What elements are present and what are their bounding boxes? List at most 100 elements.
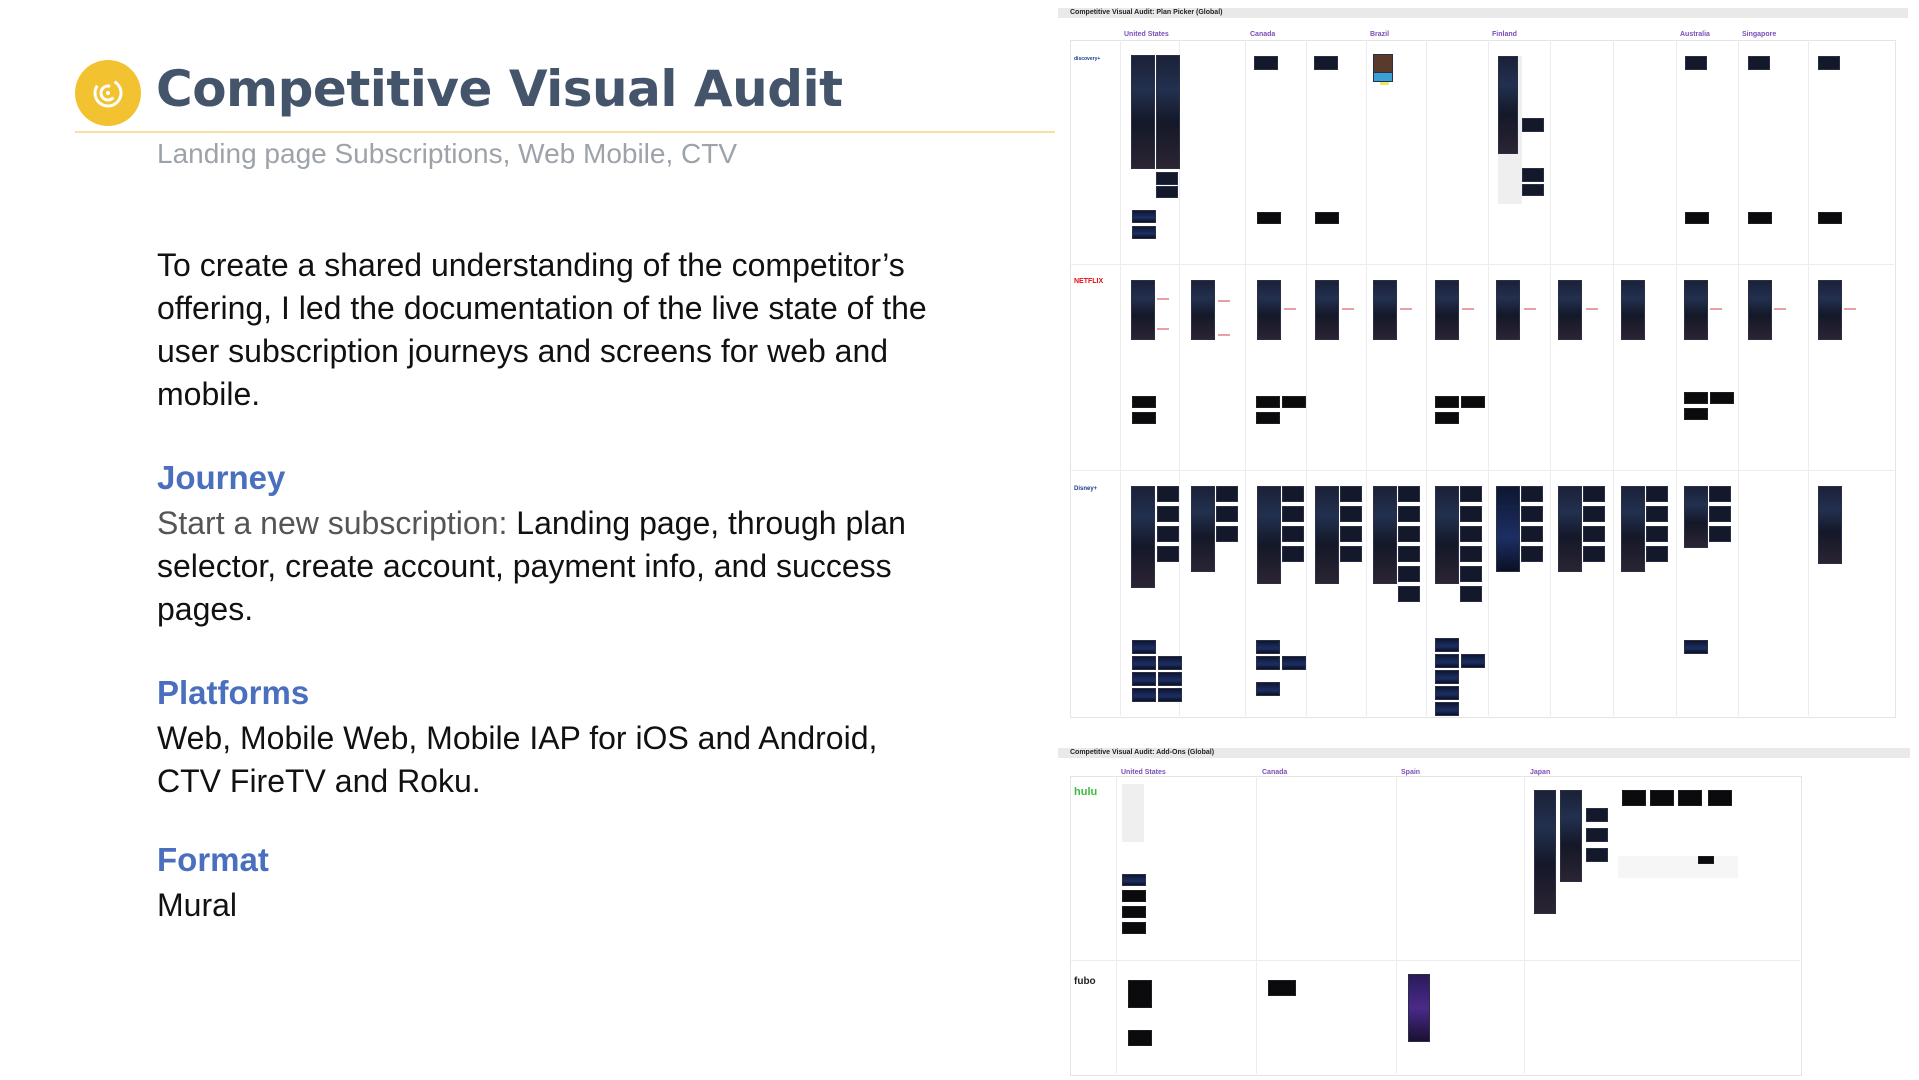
country-label: United States bbox=[1124, 31, 1169, 38]
screenshot-thumbnail bbox=[1708, 790, 1732, 806]
screenshot-thumbnail bbox=[1558, 486, 1582, 572]
screenshot-thumbnail bbox=[1583, 506, 1605, 522]
plan-picker-board-titlebar: Competitive Visual Audit: Plan Picker (G… bbox=[1058, 8, 1908, 18]
screenshot-thumbnail bbox=[1398, 566, 1420, 582]
screenshot-thumbnail bbox=[1709, 506, 1731, 522]
screenshot-thumbnail bbox=[1646, 486, 1668, 502]
screenshot-thumbnail bbox=[1435, 638, 1459, 652]
screenshot-thumbnail bbox=[1122, 906, 1146, 918]
screenshot-thumbnail bbox=[1216, 526, 1238, 542]
screenshot-thumbnail bbox=[1398, 486, 1420, 502]
screenshot-thumbnail bbox=[1435, 670, 1459, 684]
screenshot-thumbnail bbox=[1435, 686, 1459, 700]
screenshot-thumbnail bbox=[1522, 184, 1544, 196]
screenshot-thumbnail bbox=[1621, 280, 1645, 340]
screenshot-thumbnail bbox=[1684, 280, 1708, 340]
screenshot-thumbnail bbox=[1678, 790, 1702, 806]
screenshot-thumbnail bbox=[1435, 486, 1459, 584]
add-ons-grid bbox=[1070, 776, 1802, 1076]
screenshot-thumbnail bbox=[1315, 280, 1339, 340]
journey-heading: Journey bbox=[157, 459, 286, 496]
screenshot-thumbnail bbox=[1156, 172, 1178, 185]
screenshot-thumbnail bbox=[1256, 682, 1280, 696]
screenshot-thumbnail bbox=[1157, 526, 1179, 542]
screenshot-thumbnail bbox=[1157, 506, 1179, 522]
screenshot-thumbnail bbox=[1157, 486, 1179, 502]
screenshot-thumbnail bbox=[1340, 546, 1362, 562]
screenshot-thumbnail bbox=[1521, 526, 1543, 542]
screenshot-thumbnail bbox=[1646, 526, 1668, 542]
brand-label: Disney+ bbox=[1074, 486, 1098, 492]
country-label: Spain bbox=[1401, 769, 1421, 776]
screenshot-thumbnail bbox=[1748, 280, 1772, 340]
screenshot-thumbnail bbox=[1122, 890, 1146, 902]
screenshot-thumbnail bbox=[1646, 546, 1668, 562]
screenshot-thumbnail bbox=[1522, 118, 1544, 132]
screenshot-thumbnail bbox=[1435, 654, 1459, 668]
screenshot-thumbnail bbox=[1158, 672, 1182, 686]
screenshot-thumbnail bbox=[1521, 506, 1543, 522]
screenshot-thumbnail bbox=[1521, 546, 1543, 562]
screenshot-thumbnail bbox=[1268, 980, 1296, 996]
platforms-text: Web, Mobile Web, Mobile IAP for iOS and … bbox=[157, 720, 878, 799]
add-ons-board-title: Competitive Visual Audit: Add-Ons (Globa… bbox=[1070, 749, 1215, 756]
screenshot-thumbnail bbox=[1256, 656, 1280, 670]
screenshot-thumbnail bbox=[1132, 226, 1156, 239]
screenshot-thumbnail bbox=[1534, 790, 1556, 914]
page-title: Competitive Visual Audit bbox=[156, 60, 843, 118]
screenshot-thumbnail bbox=[1191, 486, 1215, 572]
screenshot-thumbnail bbox=[1710, 392, 1734, 404]
screenshot-thumbnail bbox=[1435, 396, 1459, 408]
screenshot-thumbnail bbox=[1586, 808, 1608, 822]
screenshot-thumbnail bbox=[1818, 486, 1842, 564]
brand-label: discovery+ bbox=[1074, 56, 1101, 62]
screenshot-thumbnail bbox=[1256, 640, 1280, 654]
screenshot-thumbnail bbox=[1398, 546, 1420, 562]
screenshot-thumbnail bbox=[1685, 212, 1709, 224]
screenshot-thumbnail bbox=[1282, 656, 1306, 670]
screenshot-thumbnail bbox=[1131, 55, 1155, 169]
country-label: Brazil bbox=[1370, 31, 1390, 38]
screenshot-thumbnail bbox=[1583, 486, 1605, 502]
screenshot-thumbnail bbox=[1698, 856, 1714, 864]
screenshot-thumbnail bbox=[1282, 506, 1304, 522]
screenshot-thumbnail bbox=[1650, 790, 1674, 806]
screenshot-thumbnail bbox=[1132, 688, 1156, 702]
screenshot-thumbnail bbox=[1586, 848, 1608, 862]
screenshot-thumbnail bbox=[1684, 392, 1708, 404]
screenshot-thumbnail bbox=[1496, 280, 1520, 340]
country-label: Finland bbox=[1492, 31, 1517, 38]
screenshot-thumbnail bbox=[1461, 654, 1485, 668]
country-label: Japan bbox=[1530, 769, 1551, 776]
screenshot-thumbnail bbox=[1132, 656, 1156, 670]
screenshot-thumbnail bbox=[1257, 212, 1281, 224]
screenshot-thumbnail bbox=[1460, 546, 1482, 562]
country-label: Canada bbox=[1262, 769, 1288, 776]
screenshot-thumbnail bbox=[1132, 640, 1156, 654]
screenshot-thumbnail bbox=[1257, 486, 1281, 584]
screenshot-thumbnail bbox=[1340, 486, 1362, 502]
screenshot-thumbnail bbox=[1560, 790, 1582, 882]
screenshot-thumbnail bbox=[1748, 212, 1772, 224]
screenshot-thumbnail bbox=[1132, 672, 1156, 686]
screenshot-thumbnail bbox=[1818, 280, 1842, 340]
screenshot-thumbnail bbox=[1314, 56, 1338, 70]
screenshot-thumbnail bbox=[1282, 396, 1306, 408]
screenshot-thumbnail bbox=[1122, 922, 1146, 934]
screenshot-thumbnail bbox=[1460, 586, 1482, 602]
screenshot-thumbnail bbox=[1818, 212, 1842, 224]
screenshot-thumbnail bbox=[1131, 280, 1155, 340]
screenshot-thumbnail bbox=[1622, 790, 1646, 806]
format-heading: Format bbox=[157, 841, 269, 878]
add-ons-board: Competitive Visual Audit: Add-Ons (Globa… bbox=[1058, 748, 1910, 1080]
screenshot-thumbnail bbox=[1128, 980, 1152, 1008]
screenshot-thumbnail bbox=[1435, 702, 1459, 716]
journey-detail: Landing page, through plan selector, cre… bbox=[157, 505, 906, 627]
screenshot-thumbnail bbox=[1373, 72, 1393, 82]
screenshot-thumbnail bbox=[1398, 506, 1420, 522]
journey-text: Start a new subscription: Landing page, … bbox=[157, 502, 957, 631]
screenshot-thumbnail bbox=[1461, 396, 1485, 408]
screenshot-thumbnail bbox=[1157, 546, 1179, 562]
screenshot-thumbnail bbox=[1460, 526, 1482, 542]
